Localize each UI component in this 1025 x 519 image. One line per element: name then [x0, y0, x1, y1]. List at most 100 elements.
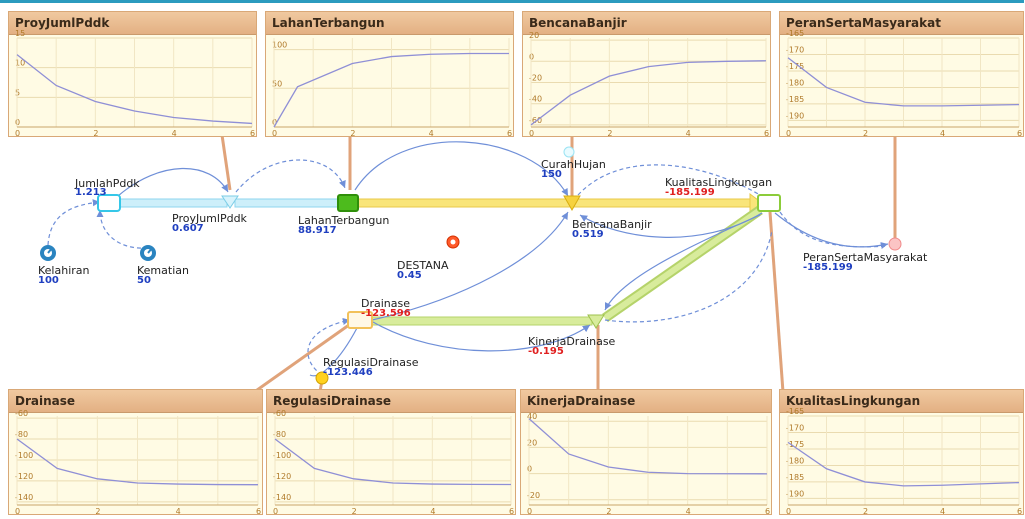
x-tick-label: 0 — [786, 129, 791, 138]
x-tick-label: 2 — [606, 507, 611, 516]
y-tick-label: 0 — [527, 465, 532, 474]
x-tick-label: 2 — [607, 129, 612, 138]
jumlah-pddk-value: 1.213 — [75, 187, 107, 198]
jumlah-pddk-stock[interactable] — [97, 194, 121, 212]
series-line — [787, 441, 1020, 487]
kelahiran-gauge-icon[interactable] — [40, 245, 56, 261]
x-tick-label: 0 — [527, 507, 532, 516]
drainase-stock[interactable] — [347, 311, 373, 329]
y-tick-label: -180 — [786, 78, 804, 87]
x-tick-label: 2 — [863, 507, 868, 516]
x-tick-label: 6 — [509, 507, 514, 516]
bencana-banjir-valve[interactable] — [563, 195, 581, 212]
graph-panel-title: BencanaBanjir — [523, 12, 770, 35]
graph-plot: 15 10 5 0 0 2 4 6 — [15, 29, 255, 138]
proy-juml-pddk-label: ProyJumlPddk — [172, 212, 248, 225]
y-tick-label: 20 — [529, 31, 539, 40]
y-tick-label: -190 — [786, 111, 804, 120]
bencana-banjir-label: BencanaBanjir — [572, 218, 652, 231]
peran-serta-aux[interactable] — [888, 237, 902, 251]
window-top-border — [0, 0, 1024, 3]
graph-panel-title: LahanTerbangun — [266, 12, 513, 35]
x-tick-label: 6 — [250, 129, 255, 138]
y-tick-label: -165 — [786, 407, 804, 416]
y-tick-label: 100 — [272, 41, 287, 50]
kualitas-lingkungan-label: KualitasLingkungan — [665, 176, 772, 189]
x-tick-label: 4 — [176, 507, 181, 516]
destana-value: 0.45 — [397, 270, 422, 281]
kematian-gauge-icon[interactable] — [140, 245, 156, 261]
lahan-terbangun-label: LahanTerbangun — [298, 214, 389, 227]
curah-hujan-value: 150 — [541, 169, 562, 180]
y-tick-label: -120 — [273, 472, 291, 481]
x-tick-label: 6 — [1017, 507, 1022, 516]
y-tick-label: -170 — [786, 45, 804, 54]
x-tick-label: 0 — [272, 129, 277, 138]
x-tick-label: 0 — [529, 129, 534, 138]
y-tick-label: 10 — [15, 59, 25, 68]
x-tick-label: 2 — [350, 129, 355, 138]
y-tick-label: 0 — [15, 118, 20, 127]
series-line — [530, 60, 767, 126]
y-tick-label: 0 — [272, 118, 277, 127]
y-tick-label: -180 — [786, 456, 804, 465]
kematian-value: 50 — [137, 275, 151, 286]
y-tick-label: -185 — [786, 95, 804, 104]
x-tick-label: 0 — [15, 129, 20, 138]
x-tick-label: 4 — [429, 129, 434, 138]
graph-panel-title: Drainase — [9, 390, 262, 413]
y-tick-label: -80 — [273, 430, 286, 439]
curah-hujan-aux[interactable] — [563, 146, 575, 158]
lahan-terbangun-value: 88.917 — [298, 225, 337, 236]
x-tick-label: 4 — [172, 129, 177, 138]
x-tick-label: 0 — [786, 507, 791, 516]
proy-juml-pddk-valve[interactable] — [221, 195, 239, 209]
x-tick-label: 0 — [15, 507, 20, 516]
x-tick-label: 4 — [940, 507, 945, 516]
regulasi-drainase-aux[interactable] — [315, 371, 329, 385]
series-line — [787, 57, 1020, 107]
y-tick-label: -100 — [15, 451, 33, 460]
y-tick-label: 5 — [15, 88, 20, 97]
x-tick-label: 4 — [686, 129, 691, 138]
kualitas-lingkungan-stock[interactable] — [757, 194, 781, 212]
x-tick-label: 2 — [93, 129, 98, 138]
regulasi-drainase-label: RegulasiDrainase — [323, 356, 419, 369]
kinerja-drainase-value: -0.195 — [528, 346, 564, 357]
y-tick-label: -80 — [15, 430, 28, 439]
y-tick-label: 50 — [272, 79, 282, 88]
lahan-terbangun-stock[interactable] — [337, 194, 359, 212]
kelahiran-value: 100 — [38, 275, 59, 286]
y-tick-label: -185 — [786, 473, 804, 482]
graph-panel-peran-serta-masyarakat[interactable]: PeranSertaMasyarakat -165-170-175-180-18… — [779, 11, 1024, 138]
destana-label: DESTANA — [397, 259, 449, 272]
series-line — [273, 52, 509, 128]
y-tick-label: -175 — [786, 62, 804, 71]
destana-aux-center — [450, 239, 456, 245]
y-tick-label: 20 — [527, 438, 537, 447]
regulasi-drainase-value: -123.446 — [323, 367, 373, 378]
x-tick-label: 6 — [764, 129, 769, 138]
y-tick-label: -120 — [15, 472, 33, 481]
curah-hujan-label: CurahHujan — [541, 158, 606, 171]
y-tick-label: -40 — [529, 95, 542, 104]
y-tick-label: 15 — [15, 29, 25, 38]
y-tick-label: -20 — [527, 491, 540, 500]
graph-panel-kualitas-lingkungan[interactable]: KualitasLingkungan -165-170-175-180-185-… — [779, 389, 1024, 516]
influence-links — [47, 141, 889, 377]
flow-pipes — [116, 193, 763, 326]
y-tick-label: 0 — [529, 52, 534, 61]
kinerja-drainase-valve[interactable] — [587, 314, 605, 329]
kematian-label: Kematian — [137, 264, 189, 277]
